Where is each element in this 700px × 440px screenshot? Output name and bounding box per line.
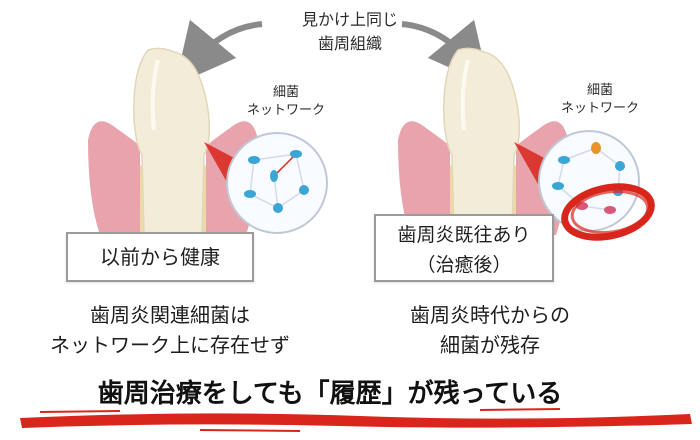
right-network-label-line2: ネットワーク (560, 101, 639, 116)
top-caption-line1: 見かけ上同じ (301, 10, 398, 29)
left-description: 歯周炎関連細菌は ネットワーク上に存在せず (0, 300, 340, 360)
magnifier-circle-icon (226, 132, 328, 234)
red-highlight-circle-icon (561, 183, 655, 241)
red-brush-underline (20, 408, 692, 432)
left-network-circle (226, 132, 328, 234)
left-status-box: 以前から健康 (66, 232, 254, 282)
right-network-label-line1: 細菌 (586, 83, 613, 98)
right-status-label-line2: （治癒後） (416, 254, 512, 276)
right-status-box: 歯周炎既往あり （治癒後） (374, 214, 554, 282)
left-description-line2: ネットワーク上に存在せず (50, 333, 290, 357)
left-network-label-line1: 細菌 (272, 85, 299, 100)
right-description-line1: 歯周炎時代からの (410, 303, 570, 327)
right-description-line2: 細菌が残存 (440, 333, 540, 357)
curved-arrow-left-icon (174, 19, 263, 86)
bacteria-icon (244, 150, 309, 213)
left-network-label-line2: ネットワーク (246, 103, 325, 118)
conclusion-text: 歯周治療をしても「履歴」が残っている (97, 379, 563, 409)
right-status-label-line1: 歯周炎既往あり (397, 224, 531, 246)
right-description: 歯周炎時代からの 細菌が残存 (340, 300, 640, 360)
top-caption: 見かけ上同じ 歯周組織 (250, 8, 450, 56)
right-network-circle (538, 130, 640, 232)
right-network-label: 細菌 ネットワーク (540, 82, 660, 118)
top-caption-line2: 歯周組織 (317, 34, 382, 53)
left-network-label: 細菌 ネットワーク (226, 84, 346, 120)
left-description-line1: 歯周炎関連細菌は (90, 303, 250, 327)
left-status-label: 以前から健康 (100, 245, 220, 269)
